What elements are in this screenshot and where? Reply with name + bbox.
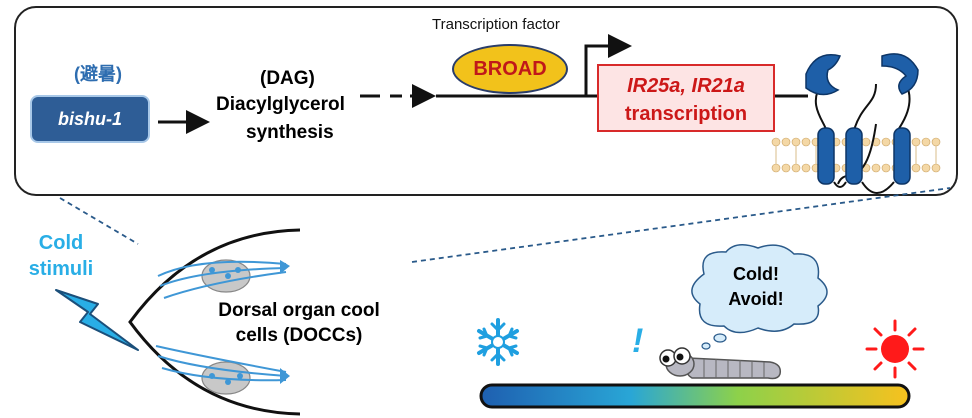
exclamation-mark: ! <box>632 322 644 360</box>
tm-helix-3 <box>893 127 911 185</box>
bubble-line2: Avoid! <box>728 289 784 309</box>
docc-label-line2: cells (DOCCs) <box>235 325 363 346</box>
dag-label-line2: synthesis <box>246 122 334 143</box>
receptor-domain-right <box>881 53 919 95</box>
ir-suffix-label: transcription <box>624 103 748 125</box>
receptor-domain-left <box>805 54 842 96</box>
bubble-text: Cold! Avoid! <box>706 262 806 312</box>
tm-helix-2 <box>845 127 863 185</box>
kanji-label: (避暑) <box>74 64 122 84</box>
docc-label-line1: Dorsal organ cool <box>218 300 380 321</box>
bishu-gene-box: bishu-1 <box>30 95 150 143</box>
dag-abbreviation: (DAG) <box>260 68 315 89</box>
ir-transcription-box: IR25a, IR21a transcription <box>597 64 775 132</box>
larva-icon <box>659 347 782 380</box>
membrane-bottom-heads <box>771 163 941 173</box>
bubble-line1: Cold! <box>733 264 779 284</box>
thought-bubble <box>691 244 828 350</box>
sun-icon <box>865 319 925 379</box>
pathway-panel <box>14 6 958 196</box>
membrane-tails <box>775 146 937 164</box>
snowflake-icon <box>477 318 519 366</box>
cold-stimuli-line2: stimuli <box>28 258 94 280</box>
tm-helix-1 <box>817 127 835 185</box>
cold-stimuli-line1: Cold <box>38 232 84 254</box>
promoter-arrow <box>584 34 632 96</box>
transcription-factor-label: Transcription factor <box>432 16 560 33</box>
ir-genes-label: IR25a, IR21a <box>627 75 745 97</box>
dag-label-line1: Diacylglycerol <box>216 94 345 115</box>
docc-label: Dorsal organ cool cells (DOCCs) <box>204 298 394 348</box>
thermal-gradient-bar <box>479 383 911 409</box>
dorsal-organ-icon <box>128 228 300 416</box>
receptor-membrane-icon <box>771 53 941 194</box>
broad-ellipse: BROAD <box>452 44 568 94</box>
docc-cell-top <box>157 259 290 299</box>
docc-cell-bottom <box>155 345 290 395</box>
cold-stimuli-label: Cold stimuli <box>16 230 106 282</box>
lightning-icon <box>55 289 139 351</box>
